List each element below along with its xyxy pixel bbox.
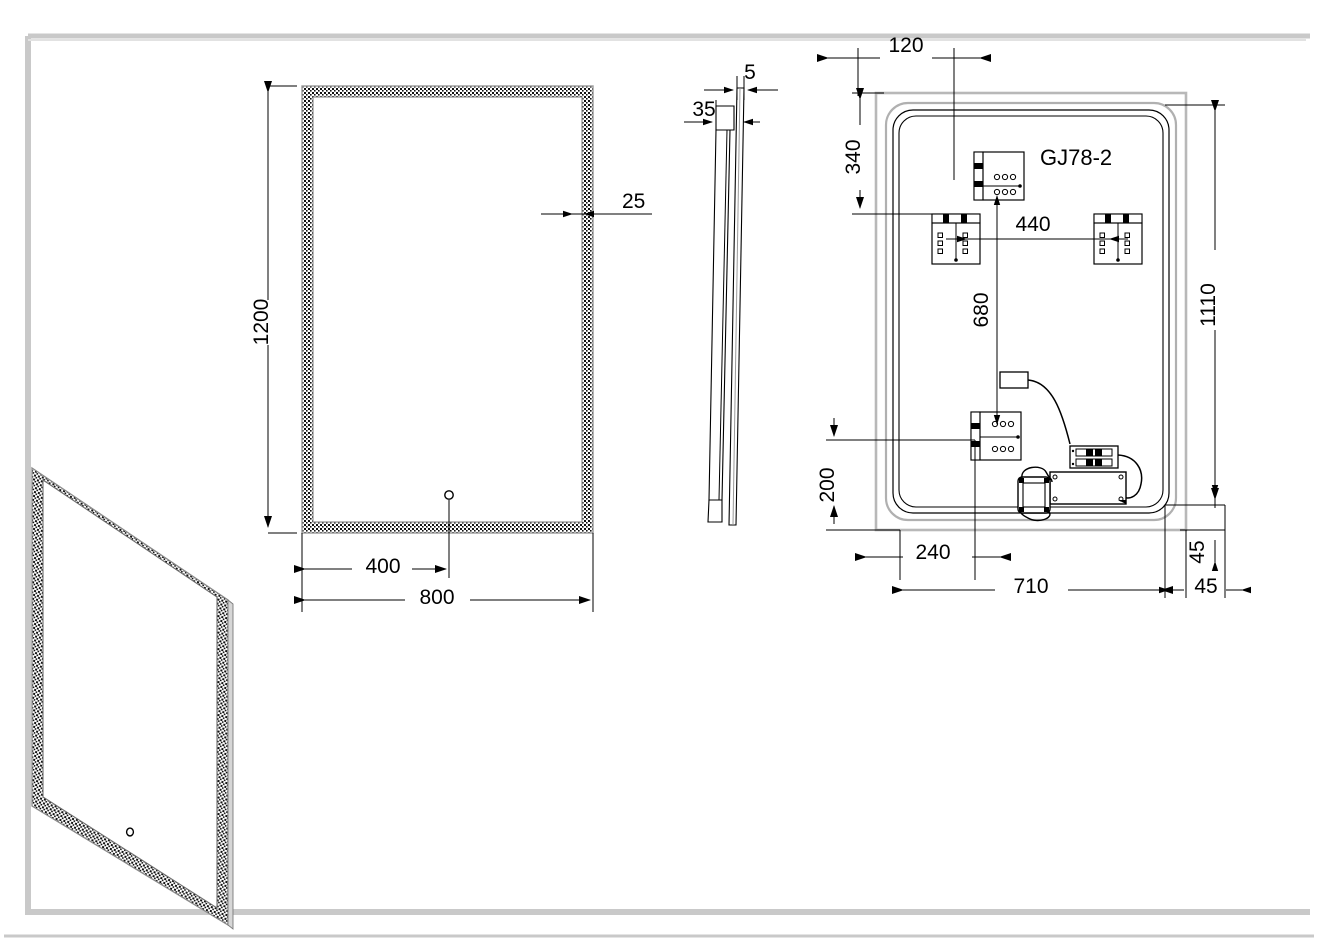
dim-label-25: 25 <box>622 190 645 213</box>
touch-sensor-dot-iso <box>125 827 135 837</box>
dimension-340: 340 <box>842 88 975 215</box>
dim-label-1110: 1110 <box>1197 283 1220 327</box>
dimension-45-horizontal: 45 <box>1159 505 1251 598</box>
dim-label-800: 800 <box>419 586 454 609</box>
dimension-5: 5 <box>704 61 778 100</box>
dimension-35: 35 <box>684 98 760 126</box>
touch-switch <box>1017 466 1053 522</box>
dimension-800: 800 <box>294 533 594 612</box>
dimension-45-vertical: 45 <box>1180 485 1225 571</box>
dimension-440: 440 <box>946 213 1128 243</box>
dim-label-340: 340 <box>842 139 865 174</box>
dim-label-120: 120 <box>888 34 923 57</box>
product-label: GJ78-2 <box>1040 145 1112 170</box>
dim-label-35: 35 <box>692 98 715 121</box>
dimension-200: 200 <box>816 418 975 531</box>
dimension-680: 680 <box>970 195 1001 425</box>
rear-assembly-view: GJ78-2 <box>816 34 1251 598</box>
sensor-module <box>999 371 1071 445</box>
dim-label-5: 5 <box>744 61 756 84</box>
dimension-710: 710 <box>892 505 1173 598</box>
mounting-bracket-bottom <box>970 411 1022 461</box>
connector-block <box>1069 445 1143 499</box>
dim-label-400: 400 <box>365 555 400 578</box>
led-driver <box>1049 471 1127 505</box>
dimension-240: 240 <box>855 440 1011 580</box>
dim-label-45-v: 45 <box>1186 540 1209 563</box>
mounting-bracket-top <box>973 151 1025 201</box>
dimension-400: 400 <box>294 500 450 612</box>
dim-label-200: 200 <box>816 467 839 502</box>
dimension-border-25: 25 <box>541 190 652 218</box>
isometric-view <box>31 466 234 930</box>
dim-label-45-h: 45 <box>1194 575 1217 598</box>
dim-label-710: 710 <box>1013 575 1048 598</box>
side-section-view: 5 35 <box>684 61 778 526</box>
dim-label-240: 240 <box>915 541 950 564</box>
dim-label-1200: 1200 <box>250 299 273 346</box>
dim-label-440: 440 <box>1015 213 1050 236</box>
dim-label-680: 680 <box>970 292 993 327</box>
touch-sensor-dot <box>444 490 454 500</box>
dimension-height-1200: 1200 <box>250 81 297 534</box>
front-elevation-view: 1200 25 400 800 <box>250 81 652 612</box>
